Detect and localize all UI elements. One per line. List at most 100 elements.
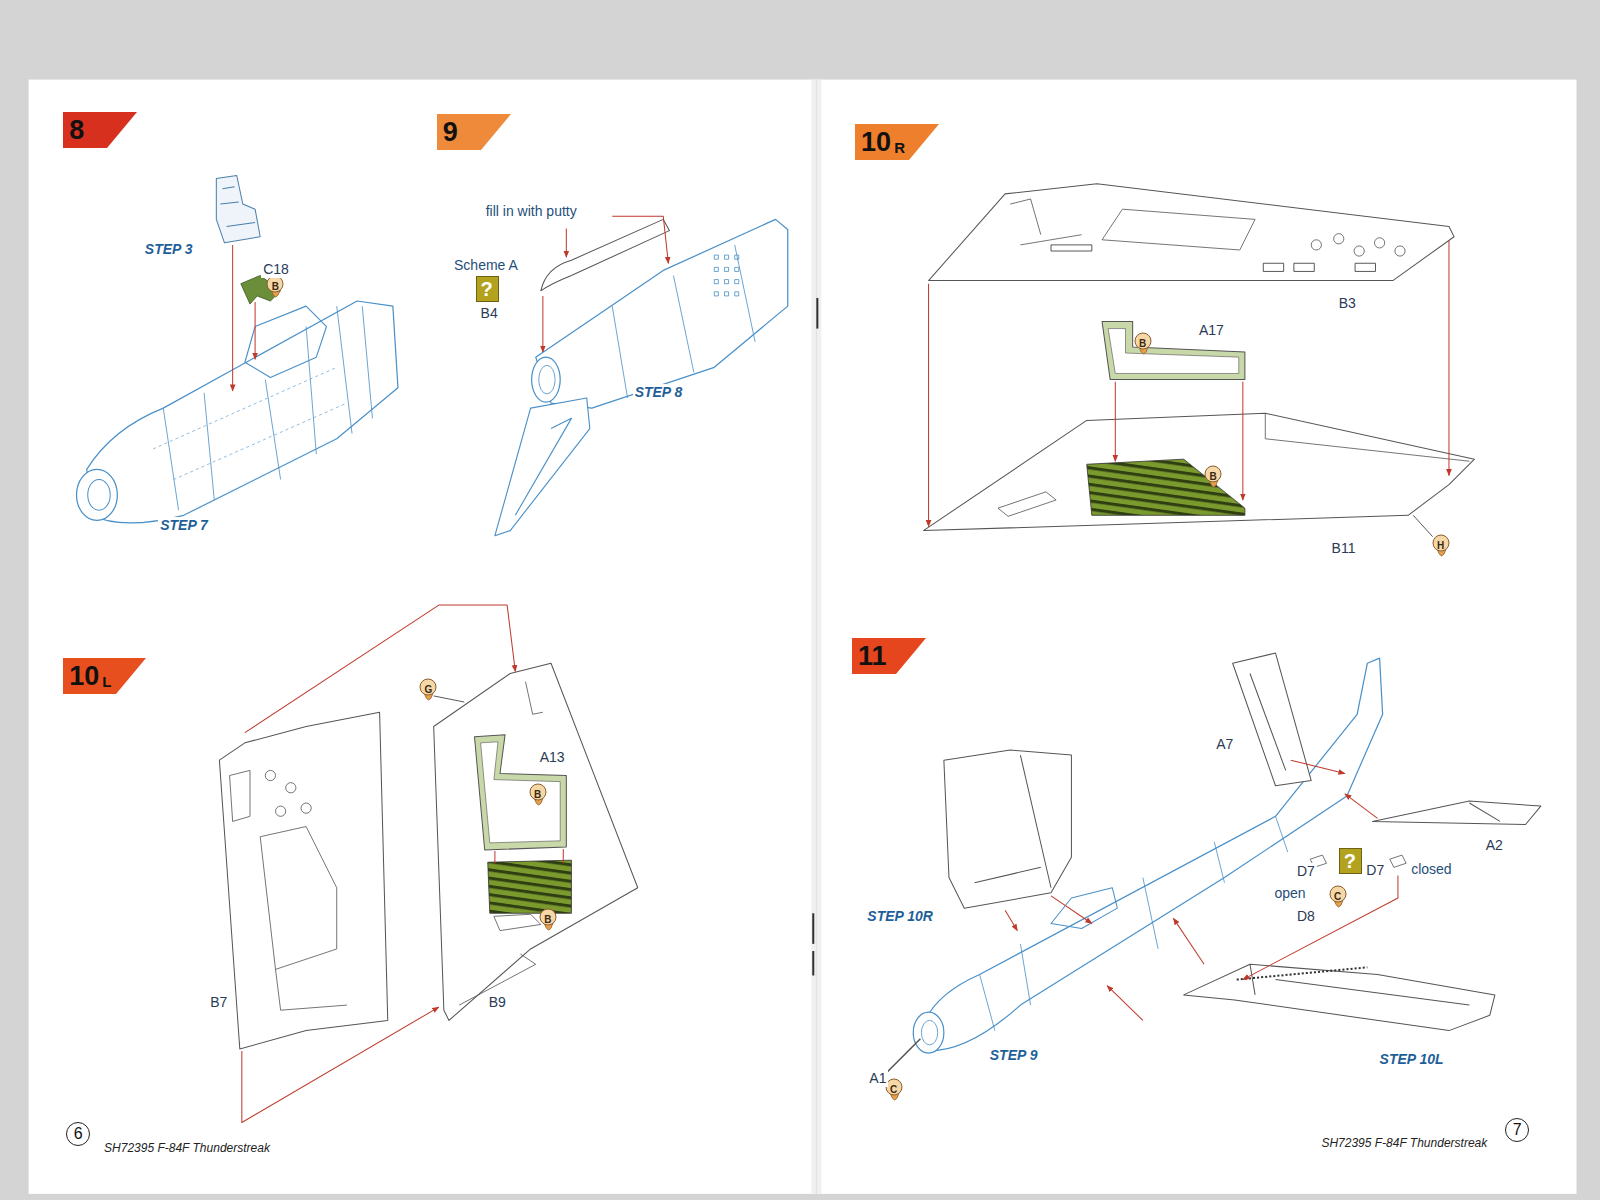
step-reference: STEP 3 [143, 241, 195, 258]
callout-text: 6 [74, 1125, 83, 1142]
step-10l-art [219, 605, 637, 1122]
paint-callout: B [530, 784, 546, 800]
step-9-art [566, 229, 567, 258]
step-10r-art [1395, 246, 1405, 256]
paint-circle [1330, 886, 1346, 902]
part-number: A1 [867, 1070, 888, 1087]
callout-text: 10 [69, 660, 99, 692]
part-number: B3 [1337, 295, 1358, 312]
callout-text: 10 [861, 126, 891, 158]
part-number: D8 [1295, 908, 1317, 925]
part-number: C18 [261, 261, 291, 278]
step-suffix: R [894, 138, 905, 158]
step-10l-art [286, 783, 296, 793]
step-8-art [216, 176, 260, 243]
fold-line [816, 80, 817, 1194]
step-10l-art [265, 770, 275, 780]
callout-text: G [425, 684, 433, 695]
step-9-art [539, 365, 555, 394]
step-11-art [1345, 794, 1378, 818]
step-flag [852, 638, 926, 674]
step-10r-art [1102, 321, 1245, 379]
step-flag [437, 114, 511, 150]
step-9-art [541, 219, 670, 290]
step-10r-art [1354, 246, 1364, 256]
step-8-art [232, 245, 233, 391]
callout-text: C [890, 1084, 897, 1095]
step-11-art [1243, 876, 1398, 980]
scheme-query: ? [476, 276, 499, 302]
step-reference: STEP 9 [988, 1047, 1040, 1064]
part-number: A7 [1214, 736, 1235, 753]
part-number: D7 [1364, 862, 1386, 879]
step-10r-art [1115, 382, 1116, 462]
callout-text: B [534, 789, 541, 800]
step-10l-art [276, 806, 286, 816]
step-11-art [1291, 760, 1345, 773]
sheet [29, 80, 1577, 1194]
page-circle [67, 1123, 90, 1146]
step-10r-art [928, 284, 929, 527]
step-8-art [245, 306, 327, 377]
step-10r-art [923, 184, 1474, 537]
step-10r-art [1334, 234, 1344, 244]
step-number: 10R [855, 124, 939, 160]
step-9-art [536, 219, 788, 408]
fold [811, 80, 821, 1194]
step-10r-art [1051, 245, 1375, 272]
step-flag [63, 658, 146, 694]
paint-circle [1135, 333, 1151, 349]
step-10l-art [434, 663, 638, 1020]
step-9-art [495, 216, 788, 535]
step-10r-art [1242, 382, 1243, 500]
step-11-art [888, 1039, 921, 1072]
step-10l-art [494, 851, 495, 863]
part-number: B11 [1330, 540, 1358, 557]
part-number: B4 [479, 305, 500, 322]
step-11-art [913, 1012, 944, 1053]
step-number: 11 [852, 638, 926, 674]
step-suffix: L [102, 672, 111, 692]
callout-text: B [544, 914, 551, 925]
step-reference: STEP 7 [158, 517, 210, 534]
step-8-art [163, 306, 372, 510]
query-box [1339, 848, 1361, 873]
paint-circle [530, 784, 546, 800]
step-flag [855, 124, 939, 160]
paper [29, 80, 1577, 1194]
step-10l-art [301, 803, 311, 813]
step-9-art [542, 296, 543, 352]
paint-circle [1433, 535, 1449, 551]
part-number: A2 [1484, 837, 1505, 854]
step-11-art [1372, 801, 1540, 824]
step-10r-art [923, 413, 1474, 530]
paint-callout: B [540, 909, 556, 925]
paint-callout: H [1433, 535, 1449, 551]
step-reference: STEP 8 [633, 384, 685, 401]
step-10r-art [1087, 459, 1245, 515]
paint-callout: G [420, 679, 436, 695]
note-text: closed [1409, 861, 1453, 878]
page-circle [1506, 1119, 1529, 1142]
paint-callout: B [1205, 466, 1221, 482]
step-11-art [944, 750, 1072, 908]
step-10r-art [1448, 241, 1449, 476]
scheme-query: ? [1339, 848, 1362, 874]
paint-callout: B [1135, 333, 1151, 349]
callout-text: B [1209, 471, 1216, 482]
step-11-art [1173, 918, 1204, 964]
footer-text: SH72395 F-84F Thunderstreak [102, 1140, 272, 1157]
step-10l-art [230, 770, 347, 1010]
step-8-art [77, 469, 118, 520]
step-9-art [714, 255, 738, 296]
step-10l-art [563, 849, 564, 863]
footer-text: SH72395 F-84F Thunderstreak [1319, 1135, 1489, 1152]
part-number: A17 [1197, 322, 1226, 339]
step-10r-art [1374, 238, 1384, 248]
step-8-art [255, 302, 256, 359]
callout-text: 7 [1513, 1121, 1522, 1138]
step-11-art [888, 653, 1541, 1071]
step-9-art [612, 245, 755, 398]
